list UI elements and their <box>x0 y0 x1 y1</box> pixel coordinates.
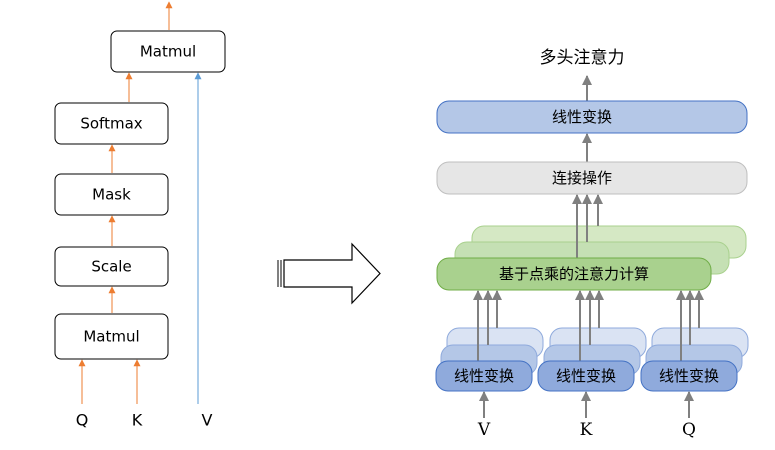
matmul-top-label: Matmul <box>140 43 196 61</box>
mask-box <box>54 173 169 216</box>
mask-label: Mask <box>92 186 131 204</box>
linear-v-label: 线性变换 <box>454 367 514 385</box>
linear-q-label: 线性变换 <box>659 367 719 385</box>
matmul-bottom-box <box>54 313 169 360</box>
linear-k-label: 线性变换 <box>556 367 616 385</box>
q-label: Q <box>76 411 89 430</box>
left-panel: Matmul Softmax Mask Scale Matmul Q K V <box>54 1 226 430</box>
softmax-box <box>54 102 169 145</box>
matmul-bottom-label: Matmul <box>83 328 139 346</box>
linear-top-label: 线性变换 <box>552 108 612 126</box>
linear-top-box <box>436 100 748 134</box>
k-label: K <box>132 411 143 430</box>
v-label: V <box>202 411 213 430</box>
scale-box <box>54 246 169 287</box>
right-v-label: V <box>477 420 491 440</box>
softmax-label: Softmax <box>80 115 142 133</box>
multihead-title: 多头注意力 <box>540 48 625 68</box>
right-panel: 多头注意力 线性变换 连接操作 基于点乘的注意力计算 线性变换 <box>435 48 749 440</box>
right-q-label: Q <box>682 420 696 440</box>
scale-label: Scale <box>91 258 131 276</box>
transform-arrow <box>277 242 381 305</box>
concat-box <box>436 161 748 195</box>
attention-box <box>436 257 712 291</box>
matmul-top-box <box>110 30 226 73</box>
concat-label: 连接操作 <box>552 169 612 187</box>
attention-label: 基于点乘的注意力计算 <box>499 265 649 283</box>
right-k-label: K <box>580 420 593 440</box>
